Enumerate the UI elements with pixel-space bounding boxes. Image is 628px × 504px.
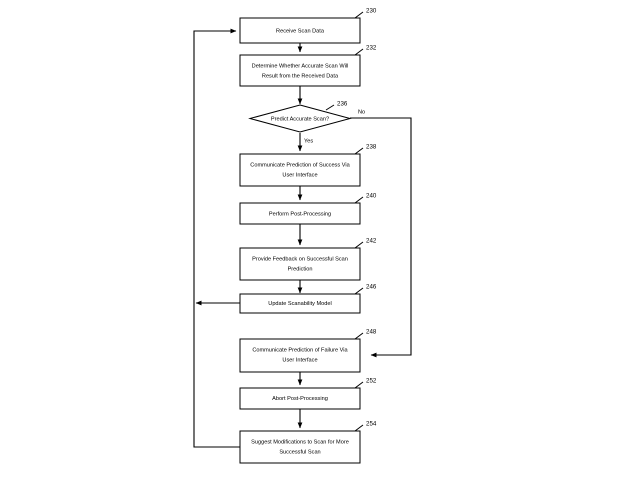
- node-238-label-line2: User Interface: [282, 172, 317, 178]
- node-252-label: Abort Post-Processing: [272, 396, 328, 402]
- node-248-box[interactable]: [239, 338, 361, 373]
- leader-232: [354, 48, 364, 56]
- node-254-box[interactable]: [239, 430, 361, 464]
- ref-num-248: 248: [366, 329, 377, 336]
- node-252-box[interactable]: [239, 387, 361, 410]
- ref-num-252: 252: [366, 378, 377, 385]
- node-242-label-line1: Provide Feedback on Successful Scan: [252, 256, 348, 262]
- node-232-box[interactable]: [239, 54, 361, 87]
- ref-num-238: 238: [366, 144, 377, 151]
- ref-num-240: 240: [366, 193, 377, 200]
- ref-num-242: 242: [366, 238, 377, 245]
- node-236-diamond[interactable]: [248, 104, 352, 133]
- node-246-label: Update Scanability Model: [268, 301, 331, 307]
- node-242-label-line2: Prediction: [288, 266, 313, 272]
- branch-label-yes: Yes: [304, 138, 313, 144]
- node-230-label: Receive Scan Data: [276, 28, 325, 34]
- node-230-box[interactable]: [239, 17, 361, 44]
- leader-242: [354, 241, 364, 249]
- leader-248: [354, 332, 364, 340]
- node-246-box[interactable]: [239, 293, 361, 314]
- node-238-label-line1: Communicate Prediction of Success Via: [250, 162, 350, 168]
- edge-254-to-230-feedback: [193, 28, 240, 448]
- ref-num-236: 236: [337, 101, 348, 108]
- leader-246: [354, 287, 364, 295]
- ref-num-230: 230: [366, 8, 377, 15]
- leader-230: [354, 11, 364, 19]
- node-238-box[interactable]: [239, 153, 361, 187]
- ref-num-232: 232: [366, 45, 377, 52]
- leader-238: [354, 147, 364, 155]
- node-248-label-line1: Communicate Prediction of Failure Via: [252, 347, 348, 353]
- leader-236: [325, 104, 335, 111]
- ref-num-254: 254: [366, 421, 377, 428]
- node-254-label-line2: Successful Scan: [279, 449, 320, 455]
- ref-num-246: 246: [366, 284, 377, 291]
- leader-252: [354, 381, 364, 389]
- node-248-label-line2: User Interface: [282, 357, 317, 363]
- branch-label-no: No: [358, 109, 365, 115]
- node-232-label-line1: Determine Whether Accurate Scan Will: [252, 63, 349, 69]
- node-232-label-line2: Result from the Received Data: [262, 73, 339, 79]
- node-240-label: Perform Post-Processing: [269, 211, 331, 217]
- node-236-label: Predict Accurate Scan?: [271, 116, 329, 122]
- leader-240: [354, 196, 364, 204]
- node-240-box[interactable]: [239, 202, 361, 225]
- leader-254: [354, 424, 364, 432]
- edge-236-no-to-248: [350, 117, 412, 358]
- node-242-box[interactable]: [239, 247, 361, 281]
- node-254-label-line1: Suggest Modifications to Scan for More: [251, 439, 349, 445]
